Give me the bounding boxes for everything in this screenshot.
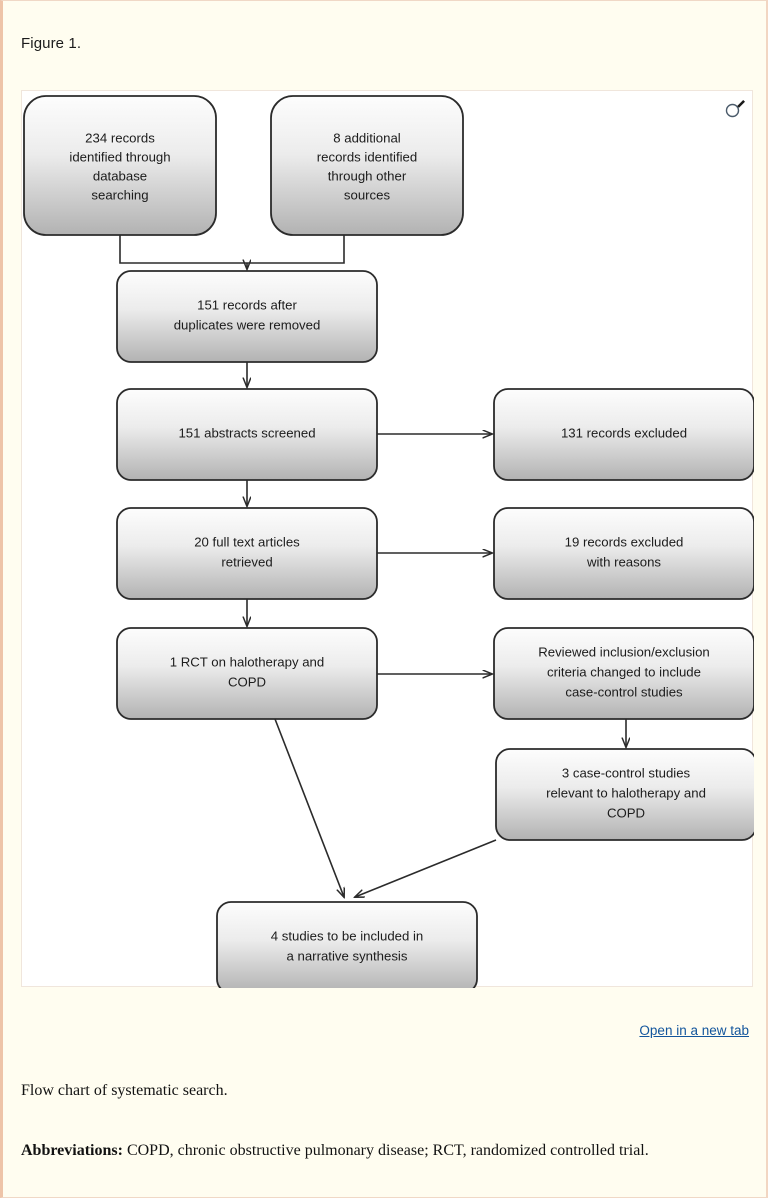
node-line: duplicates were removed [174, 317, 321, 332]
node-line: with reasons [586, 554, 661, 569]
prisma-flow-chart: 234 records identified through database … [23, 95, 754, 988]
connector-group [119, 235, 626, 897]
node-duplicates-removed: 151 records after duplicates were remove… [116, 270, 378, 363]
node-full-text-retrieved: 20 full text articles retrieved [116, 507, 378, 600]
node-line: retrieved [221, 554, 272, 569]
node-line: criteria changed to include [547, 664, 701, 679]
node-line: 234 records [85, 130, 155, 145]
abbreviations-text: COPD, chronic obstructive pulmonary dise… [122, 1142, 649, 1159]
node-records-excluded-131: 131 records excluded [493, 388, 754, 481]
open-in-new-tab-link[interactable]: Open in a new tab [639, 1023, 749, 1038]
connector-bracket-merge [119, 235, 345, 264]
node-line: 3 case-control studies [562, 765, 691, 780]
node-line: 4 studies to be included in [271, 928, 424, 943]
node-database-records: 234 records identified through database … [23, 95, 217, 236]
node-line: a narrative synthesis [287, 948, 408, 963]
node-abstracts-screened: 151 abstracts screened [116, 388, 378, 481]
magnifier-icon [725, 100, 745, 118]
node-line: 20 full text articles [194, 534, 300, 549]
node-case-control-studies: 3 case-control studies relevant to halot… [495, 748, 754, 841]
figure-caption: Flow chart of systematic search. [21, 1082, 228, 1099]
node-rct-halotherapy: 1 RCT on halotherapy and COPD [116, 627, 378, 720]
node-reviewed-criteria: Reviewed inclusion/exclusion criteria ch… [493, 627, 754, 720]
node-line: sources [344, 187, 391, 202]
abbreviations-line: Abbreviations: COPD, chronic obstructive… [21, 1142, 649, 1160]
node-line: 151 abstracts screened [178, 425, 315, 440]
node-line: identified through [69, 149, 170, 164]
node-records-excluded-19: 19 records excluded with reasons [493, 507, 754, 600]
node-line: case-control studies [565, 684, 683, 699]
node-line: 131 records excluded [561, 425, 687, 440]
node-line: relevant to halotherapy and [546, 785, 706, 800]
abbreviations-label: Abbreviations: [21, 1142, 123, 1159]
figure-label: Figure 1. [21, 35, 82, 52]
node-narrative-synthesis: 4 studies to be included in a narrative … [216, 901, 478, 988]
node-line: through other [328, 168, 407, 183]
node-line: 151 records after [197, 297, 297, 312]
node-line: database [93, 168, 147, 183]
connector-casecontrol-to-synthesis [355, 839, 497, 897]
node-line: searching [91, 187, 148, 202]
figure-panel: 234 records identified through database … [21, 90, 754, 988]
zoom-figure-button[interactable] [718, 91, 752, 125]
node-other-sources: 8 additional records identified through … [270, 95, 464, 236]
node-line: 1 RCT on halotherapy and [170, 654, 324, 669]
node-line: COPD [607, 805, 645, 820]
node-line: 8 additional [333, 130, 401, 145]
node-line: 19 records excluded [565, 534, 684, 549]
node-line: Reviewed inclusion/exclusion [538, 644, 710, 659]
figure-page: Figure 1. [3, 1, 766, 1197]
connector-rct-to-synthesis [274, 718, 344, 897]
node-line: records identified [317, 149, 417, 164]
node-line: COPD [228, 674, 266, 689]
